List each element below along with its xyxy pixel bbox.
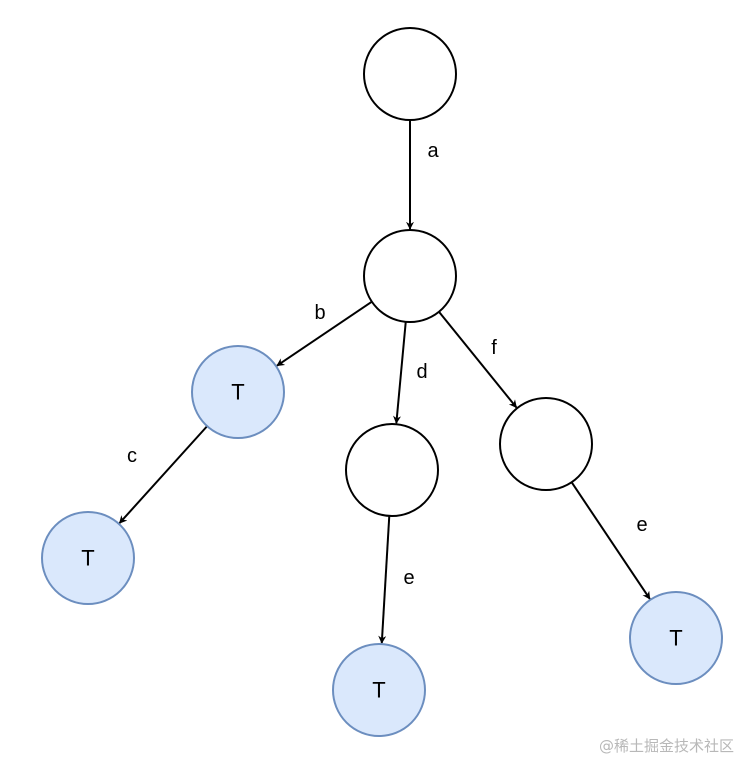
node-label: T bbox=[81, 546, 94, 571]
trie-node bbox=[363, 229, 457, 323]
node-circle bbox=[363, 27, 457, 121]
node-label: T bbox=[231, 380, 244, 405]
trie-node bbox=[499, 397, 593, 491]
trie-node bbox=[363, 27, 457, 121]
node-label: T bbox=[372, 678, 385, 703]
node-circle bbox=[363, 229, 457, 323]
terminal-node: T bbox=[332, 643, 426, 737]
terminal-node: T bbox=[191, 345, 285, 439]
edge-arrow-n_ad-n_ade bbox=[378, 515, 391, 644]
edge-arrow-n_af-n_afe bbox=[570, 481, 651, 600]
terminal-node: T bbox=[629, 591, 723, 685]
edge-arrow-n_a-n_af bbox=[438, 311, 518, 409]
edge-label: d bbox=[416, 361, 427, 383]
edge-arrow-n_ab-n_abc bbox=[118, 425, 208, 524]
node-circle bbox=[629, 591, 723, 685]
node-circle bbox=[191, 345, 285, 439]
node-circle bbox=[332, 643, 426, 737]
node-circle bbox=[41, 511, 135, 605]
edge-label: a bbox=[427, 140, 439, 162]
node-circle bbox=[499, 397, 593, 491]
node-circle bbox=[345, 423, 439, 517]
nodes-layer: T T T T bbox=[41, 27, 723, 737]
edge-arrow-n_a-n_ad bbox=[393, 321, 407, 424]
edge-label: c bbox=[127, 445, 137, 467]
terminal-node: T bbox=[41, 511, 135, 605]
node-label: T bbox=[669, 626, 682, 651]
edge-label: b bbox=[314, 302, 325, 324]
trie-node bbox=[345, 423, 439, 517]
edge-arrow-n_a-n_ab bbox=[276, 300, 373, 367]
edge-label: e bbox=[636, 514, 647, 536]
edge-label: e bbox=[403, 567, 414, 589]
edge-label: f bbox=[491, 337, 497, 359]
edges-layer: a b d f c e e bbox=[118, 120, 651, 644]
watermark-text: @稀土掘金技术社区 bbox=[598, 737, 734, 755]
